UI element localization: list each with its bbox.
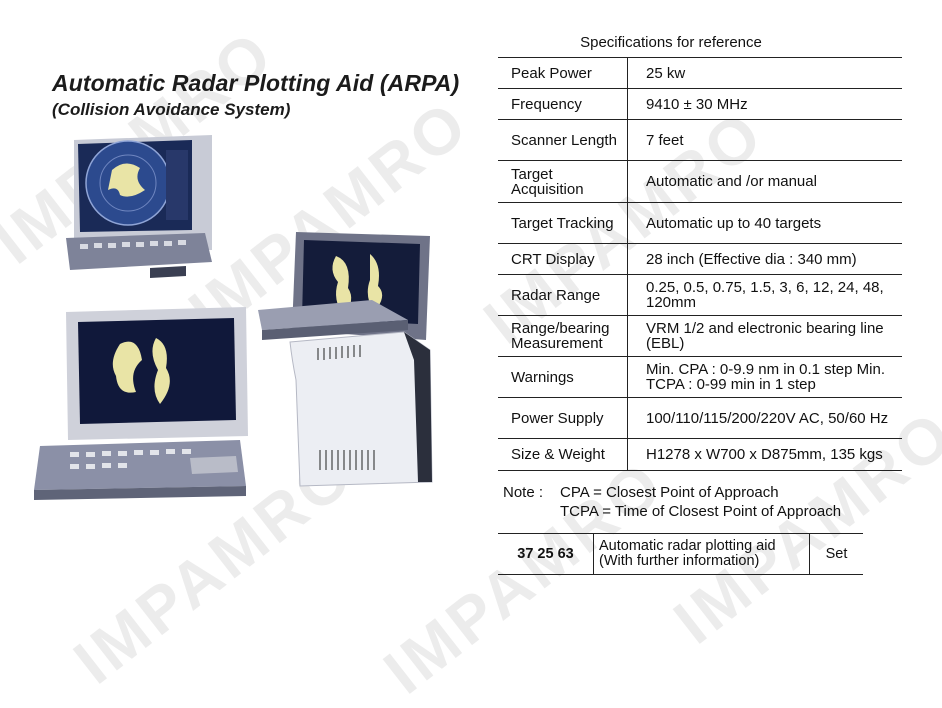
table-row: Scanner Length 7 feet — [498, 119, 902, 161]
table-row: Range/bearing Measurement VRM 1/2 and el… — [498, 315, 902, 357]
order-description: Automatic radar plotting aid (With furth… — [593, 533, 810, 575]
specs-caption: Specifications for reference — [580, 34, 762, 51]
table-row: Target Acquisition Automatic and /or man… — [498, 160, 902, 203]
spec-label: Size & Weight — [498, 438, 628, 471]
specs-table: Peak Power 25 kw Frequency 9410 ± 30 MHz… — [498, 57, 902, 471]
table-row: Frequency 9410 ± 30 MHz — [498, 88, 902, 120]
spec-label: Warnings — [498, 356, 628, 398]
spec-label: Scanner Length — [498, 119, 628, 161]
order-table: 37 25 63 Automatic radar plotting aid (W… — [498, 533, 863, 575]
page-subtitle: (Collision Avoidance System) — [52, 100, 291, 119]
order-unit: Set — [809, 533, 863, 575]
spec-value: 100/110/115/200/220V AC, 50/60 Hz — [627, 397, 902, 439]
spec-label: Power Supply — [498, 397, 628, 439]
table-row: 37 25 63 Automatic radar plotting aid (W… — [498, 533, 863, 575]
spec-value: 7 feet — [627, 119, 902, 161]
table-row: Warnings Min. CPA : 0-9.9 nm in 0.1 step… — [498, 356, 902, 398]
table-row: Radar Range 0.25, 0.5, 0.75, 1.5, 3, 6, … — [498, 274, 902, 316]
spec-label: Target Acquisition — [498, 160, 628, 203]
spec-value: 28 inch (Effective dia : 340 mm) — [627, 243, 902, 275]
abbreviation-note: Note : CPA = Closest Point of Approach TC… — [503, 483, 841, 521]
table-row: CRT Display 28 inch (Effective dia : 340… — [498, 243, 902, 275]
table-row: Peak Power 25 kw — [498, 57, 902, 89]
table-row: Target Tracking Automatic up to 40 targe… — [498, 202, 902, 244]
table-row: Size & Weight H1278 x W700 x D875mm, 135… — [498, 438, 902, 471]
note-line-cpa: CPA = Closest Point of Approach — [560, 484, 779, 501]
table-row: Power Supply 100/110/115/200/220V AC, 50… — [498, 397, 902, 439]
spec-label: Target Tracking — [498, 202, 628, 244]
spec-value: Automatic and /or manual — [627, 160, 902, 203]
note-line-tcpa: TCPA = Time of Closest Point of Approach — [560, 503, 842, 520]
note-label: Note : — [503, 484, 544, 501]
spec-label: Peak Power — [498, 57, 628, 89]
radar-pedestal-image — [258, 232, 433, 487]
spec-value: H1278 x W700 x D875mm, 135 kgs — [627, 438, 902, 471]
radar-unit-small-image — [66, 135, 212, 278]
order-code: 37 25 63 — [498, 533, 594, 575]
spec-value: 25 kw — [627, 57, 902, 89]
product-images — [34, 135, 433, 500]
spec-label: CRT Display — [498, 243, 628, 275]
spec-label: Range/bearing Measurement — [498, 315, 628, 357]
spec-value: Automatic up to 40 targets — [627, 202, 902, 244]
spec-label: Frequency — [498, 88, 628, 120]
spec-value: Min. CPA : 0-9.9 nm in 0.1 step Min. TCP… — [627, 356, 902, 398]
spec-value: VRM 1/2 and electronic bearing line (EBL… — [627, 315, 902, 357]
spec-label: Radar Range — [498, 274, 628, 316]
page-title: Automatic Radar Plotting Aid (ARPA) — [52, 70, 460, 96]
radar-console-large-image — [34, 307, 248, 500]
spec-value: 0.25, 0.5, 0.75, 1.5, 3, 6, 12, 24, 48, … — [627, 274, 902, 316]
spec-value: 9410 ± 30 MHz — [627, 88, 902, 120]
